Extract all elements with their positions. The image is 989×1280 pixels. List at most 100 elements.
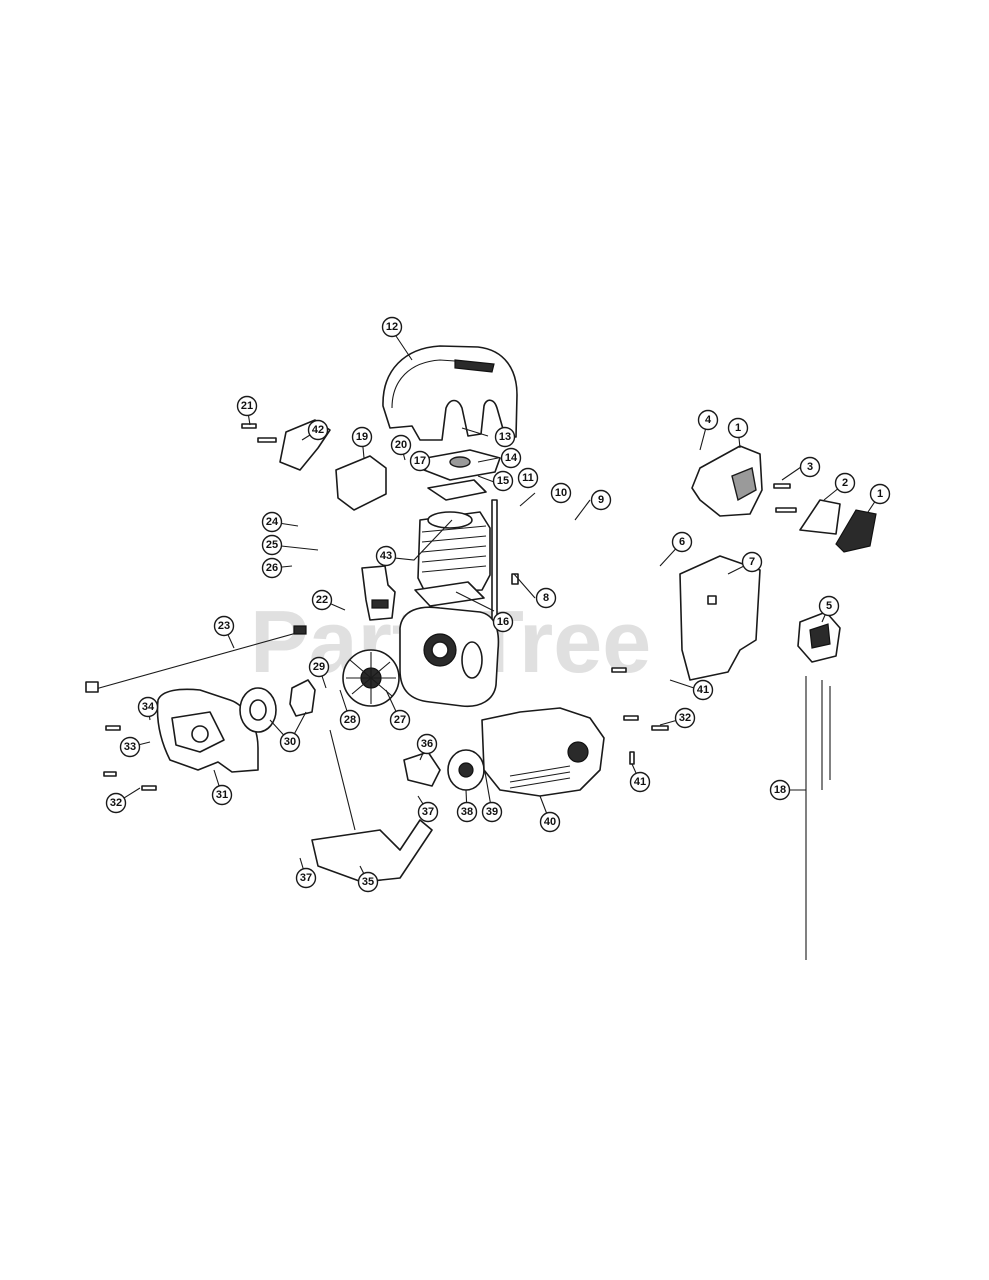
svg-text:12: 12 <box>386 321 398 333</box>
starter-rope-part <box>85 625 307 693</box>
recoil-starter-housing-part <box>156 688 259 773</box>
svg-text:35: 35 <box>362 876 374 888</box>
callout-38: 38 <box>456 801 478 823</box>
callout-41: 41 <box>629 771 651 793</box>
callout-29: 29 <box>308 656 330 678</box>
gasket-part <box>414 479 487 607</box>
svg-text:7: 7 <box>749 556 755 568</box>
svg-text:18: 18 <box>774 784 786 796</box>
callout-34: 34 <box>137 696 159 718</box>
callout-23: 23 <box>213 615 235 637</box>
cover-mount-plate-part <box>423 449 501 481</box>
svg-text:6: 6 <box>679 536 685 548</box>
svg-text:26: 26 <box>266 562 278 574</box>
callout-2: 2 <box>834 472 856 494</box>
callout-12: 12 <box>381 316 403 338</box>
callout-42: 42 <box>307 419 329 441</box>
svg-text:4: 4 <box>705 414 712 426</box>
callout-8: 8 <box>535 587 557 609</box>
svg-text:24: 24 <box>266 516 279 528</box>
callout-1: 1 <box>869 483 891 505</box>
svg-text:41: 41 <box>697 684 709 696</box>
callout-15: 15 <box>492 470 514 492</box>
callout-30: 30 <box>279 731 301 753</box>
lower-housing-part <box>481 707 605 797</box>
pulley-part <box>239 679 316 733</box>
callout-18: 18 <box>769 779 791 801</box>
svg-text:28: 28 <box>344 714 356 726</box>
callout-37: 37 <box>295 867 317 889</box>
callout-16: 16 <box>492 611 514 633</box>
svg-text:39: 39 <box>486 806 498 818</box>
callout-13: 13 <box>494 426 516 448</box>
callout-40: 40 <box>539 811 561 833</box>
svg-text:27: 27 <box>394 714 406 726</box>
callout-17: 17 <box>409 450 431 472</box>
svg-text:15: 15 <box>497 475 509 487</box>
svg-text:34: 34 <box>142 701 155 713</box>
fasteners-part <box>103 423 797 791</box>
callout-21: 21 <box>236 395 258 417</box>
callout-6: 6 <box>671 531 693 553</box>
callout-14: 14 <box>500 447 522 469</box>
svg-text:41: 41 <box>634 776 646 788</box>
svg-text:10: 10 <box>555 487 567 499</box>
shroud-part <box>279 419 387 511</box>
throttle-housing-part <box>691 445 763 517</box>
svg-text:36: 36 <box>421 738 433 750</box>
callout-4: 4 <box>697 409 719 431</box>
callout-20: 20 <box>390 434 412 456</box>
handle-plate-part <box>679 555 761 681</box>
cylinder-head-part <box>417 499 498 621</box>
callout-19: 19 <box>351 426 373 448</box>
callout-27: 27 <box>389 709 411 731</box>
callout-35: 35 <box>357 871 379 893</box>
callout-32: 32 <box>674 707 696 729</box>
svg-text:17: 17 <box>414 455 426 467</box>
svg-text:31: 31 <box>216 789 228 801</box>
callout-7: 7 <box>741 551 763 573</box>
svg-text:37: 37 <box>300 872 312 884</box>
svg-text:3: 3 <box>807 461 813 473</box>
svg-text:22: 22 <box>316 594 328 606</box>
air-filter-housing-part <box>403 749 485 791</box>
callout-33: 33 <box>119 736 141 758</box>
callout-24: 24 <box>261 511 283 533</box>
svg-text:13: 13 <box>499 431 511 443</box>
svg-text:33: 33 <box>124 741 136 753</box>
svg-text:16: 16 <box>497 616 509 628</box>
throttle-cable-part <box>805 676 831 960</box>
callout-43: 43 <box>375 545 397 567</box>
flywheel-part <box>342 649 400 707</box>
svg-text:9: 9 <box>598 494 604 506</box>
callout-31: 31 <box>211 784 233 806</box>
svg-text:40: 40 <box>544 816 556 828</box>
svg-text:20: 20 <box>395 439 407 451</box>
carburetor-part <box>797 611 841 663</box>
ignition-coil-part <box>361 565 396 621</box>
svg-text:32: 32 <box>110 797 122 809</box>
callout-37: 37 <box>417 801 439 823</box>
svg-text:43: 43 <box>380 550 392 562</box>
callout-5: 5 <box>818 595 840 617</box>
svg-text:42: 42 <box>312 424 324 436</box>
svg-text:8: 8 <box>543 592 549 604</box>
filter-cover-part <box>799 499 877 553</box>
callout-3: 3 <box>799 456 821 478</box>
callout-10: 10 <box>550 482 572 504</box>
callout-26: 26 <box>261 557 283 579</box>
callout-11: 11 <box>517 467 539 489</box>
callout-22: 22 <box>311 589 333 611</box>
callout-36: 36 <box>416 733 438 755</box>
svg-text:23: 23 <box>218 620 230 632</box>
svg-text:25: 25 <box>266 539 278 551</box>
svg-text:29: 29 <box>313 661 325 673</box>
svg-text:21: 21 <box>241 400 253 412</box>
svg-text:11: 11 <box>522 472 534 484</box>
callout-9: 9 <box>590 489 612 511</box>
svg-text:2: 2 <box>842 477 848 489</box>
svg-text:5: 5 <box>826 600 832 612</box>
callout-1: 1 <box>727 417 749 439</box>
callout-28: 28 <box>339 709 361 731</box>
